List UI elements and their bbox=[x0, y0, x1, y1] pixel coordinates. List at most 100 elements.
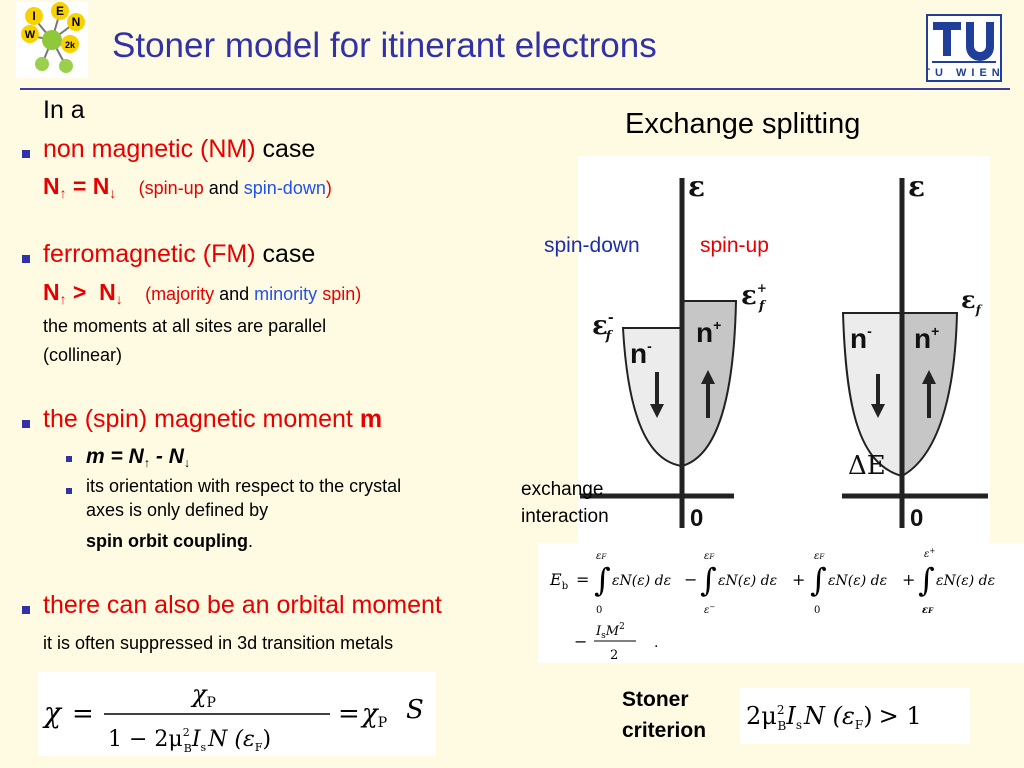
spin-up-label: spin-up bbox=[700, 234, 769, 257]
n-minus-label: n- bbox=[630, 338, 652, 369]
plus-op: + bbox=[792, 570, 805, 589]
orientation-line-2: axes is only defined by bbox=[86, 500, 269, 520]
nm-equals: = bbox=[66, 173, 93, 199]
sub-bullet bbox=[66, 456, 72, 462]
bullet bbox=[22, 150, 30, 158]
eb-equals: = bbox=[576, 570, 589, 589]
zero-label: 0 bbox=[690, 505, 703, 532]
nm-close: ) bbox=[325, 178, 332, 198]
ef-plus-label: ε+f bbox=[741, 281, 767, 314]
tu-wien-logo: TU WIEN bbox=[923, 14, 1002, 82]
logo-letter-2k: 2k bbox=[65, 40, 76, 50]
fm-case: case bbox=[262, 240, 316, 268]
chi-equals: = bbox=[72, 699, 94, 729]
int-upper: εF bbox=[704, 551, 715, 562]
nm-spin-down: spin-down bbox=[243, 178, 326, 198]
left-content: In a non magnetic (NM) case N↑ = N↓ (spi… bbox=[22, 96, 442, 653]
zero-label: 0 bbox=[910, 505, 923, 532]
bullet bbox=[22, 420, 30, 428]
int-lower: 0 bbox=[814, 605, 820, 616]
integrand: εN(ε) dε bbox=[828, 573, 887, 589]
int-lower: 0 bbox=[596, 605, 602, 616]
fm-n: N bbox=[43, 279, 60, 305]
plus-op: + bbox=[902, 570, 915, 589]
fm-minority: minority bbox=[254, 284, 318, 304]
slide-title: Stoner model for itinerant electrons bbox=[112, 26, 657, 65]
stoner-criterion-label: Stoner criterion bbox=[622, 688, 707, 742]
chi-p: χP bbox=[360, 699, 387, 731]
nm-label: non magnetic (NM) bbox=[43, 135, 256, 163]
ef-label: εf bbox=[961, 285, 983, 317]
is-m2: IsM2 bbox=[595, 622, 625, 641]
nm-n2: N bbox=[92, 173, 110, 199]
nm-case: case bbox=[262, 135, 316, 163]
sub-bullet bbox=[66, 488, 72, 494]
logo-letter-w: W bbox=[25, 29, 36, 41]
int-upper: εF bbox=[814, 551, 825, 562]
nm-equation: N↑ = N↓ (spin-up and spin-down) bbox=[43, 173, 332, 201]
n-minus-label: n- bbox=[850, 323, 872, 354]
bullet bbox=[22, 606, 30, 614]
delta-e-label: ΔE bbox=[848, 451, 886, 481]
moment-m: m bbox=[359, 405, 383, 433]
fm-equation: N↑ > N↓ (majority and minority spin) bbox=[43, 279, 361, 307]
m-equation: m = N↑ - N↓ bbox=[86, 445, 190, 470]
fm-case-line: ferromagnetic (FM) case bbox=[43, 240, 315, 269]
denominator-two: 2 bbox=[610, 648, 618, 663]
integral-sign: ∫ bbox=[918, 561, 935, 599]
exchange-splitting-diagram: ε ε ε+f ε-f εf n- n+ n- n+ ΔE 0 0 bbox=[578, 156, 990, 544]
moment-heading: the (spin) magnetic moment bbox=[43, 405, 353, 433]
fm-n2: N bbox=[99, 279, 116, 305]
energy-axis-label: ε bbox=[688, 170, 705, 203]
soc-line: spin orbit coupling. bbox=[86, 531, 253, 552]
exchange-interaction-label: exchange interaction bbox=[521, 479, 609, 527]
suppressed-line: it is often suppressed in 3d transition … bbox=[43, 633, 394, 653]
chi-symbol: χ bbox=[42, 696, 63, 729]
fm-label: ferromagnetic (FM) bbox=[43, 240, 256, 268]
m-eq-down: ↓ bbox=[183, 456, 191, 470]
band-energy-equation: Eb = ∫ εF 0 εN(ε) dε − ∫ εF ε− εN(ε) dε … bbox=[538, 543, 1024, 663]
int-upper: ε+ bbox=[924, 547, 935, 560]
chi-equals: = bbox=[338, 699, 360, 729]
nm-case-line: non magnetic (NM) case bbox=[43, 135, 315, 164]
soc-text: spin orbit coupling bbox=[86, 531, 248, 551]
nm-down-arrow: ↓ bbox=[109, 186, 117, 201]
minus-op: − bbox=[574, 632, 587, 651]
iewn-logo: I E W N 2k bbox=[16, 2, 88, 78]
integrand: εN(ε) dε bbox=[936, 573, 995, 589]
fm-down-arrow: ↓ bbox=[115, 292, 123, 307]
n-plus-label: n+ bbox=[914, 323, 939, 354]
minus-op: − bbox=[684, 570, 697, 589]
tu-wien-logo-text: TU WIEN bbox=[926, 67, 1002, 79]
int-upper: εF bbox=[596, 551, 607, 562]
fm-gt: > bbox=[66, 279, 100, 305]
nm-n: N bbox=[43, 173, 60, 199]
ef-minus-label: ε-f bbox=[592, 310, 614, 344]
integral-sign: ∫ bbox=[700, 561, 717, 599]
m-eq-up: ↑ bbox=[143, 456, 151, 470]
energy-axis-label: ε bbox=[908, 170, 925, 203]
nm-and: and bbox=[208, 178, 239, 198]
fm-open: ( bbox=[145, 284, 152, 304]
fm-up-arrow: ↑ bbox=[59, 292, 67, 307]
in-a-label: In a bbox=[43, 96, 85, 124]
m-eq-minus: - N bbox=[150, 445, 184, 468]
eq-dot: . bbox=[654, 635, 658, 651]
fm-majority: majority bbox=[151, 284, 215, 304]
exchange-splitting-title: Exchange splitting bbox=[625, 108, 861, 140]
stoner-enhancement-s: S bbox=[406, 695, 424, 725]
integrand: εN(ε) dε bbox=[718, 573, 777, 589]
logo-letter-i: I bbox=[32, 9, 35, 23]
m-eq-left: m = N bbox=[86, 445, 144, 468]
fm-spin-close: spin) bbox=[322, 284, 362, 304]
title-rule bbox=[20, 88, 1010, 90]
nm-spin-up: spin-up bbox=[144, 178, 204, 198]
integral-sign: ∫ bbox=[594, 561, 611, 599]
integral-sign: ∫ bbox=[810, 561, 827, 599]
orientation-line-1: its orientation with respect to the crys… bbox=[86, 476, 402, 496]
int-lower: εF bbox=[922, 605, 934, 616]
chi-p-numerator: χP bbox=[190, 680, 216, 711]
